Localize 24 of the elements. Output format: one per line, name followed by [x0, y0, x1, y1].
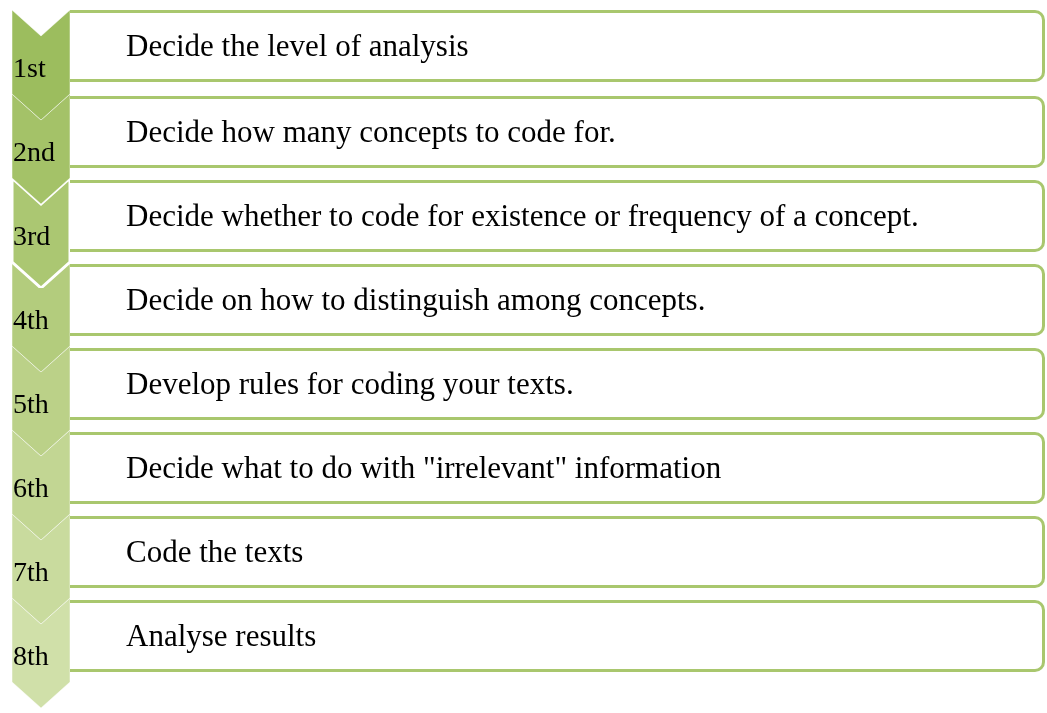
step-text: Decide on how to distinguish among concepts.	[125, 280, 706, 319]
step-box	[70, 180, 1045, 252]
step-label: 8th	[13, 642, 49, 670]
step-text: Decide whether to code for existence or frequency of a concept.	[125, 196, 919, 235]
step-text: Decide what to do with "irrelevant" information	[125, 448, 722, 487]
step-box	[70, 96, 1045, 168]
step-text: Analyse results	[125, 616, 317, 655]
step-label: 1st	[13, 54, 46, 82]
step-label: 3rd	[13, 222, 51, 250]
step-box	[70, 516, 1045, 588]
step-text: Decide the level of analysis	[125, 26, 469, 65]
step-box	[70, 264, 1045, 336]
step-box	[70, 10, 1045, 82]
step-box	[70, 432, 1045, 504]
step-label: 4th	[13, 306, 49, 334]
step-text: Code the texts	[125, 532, 304, 571]
step-label: 2nd	[13, 138, 55, 166]
step-text: Decide how many concepts to code for.	[125, 112, 616, 151]
step-text: Develop rules for coding your texts.	[125, 364, 574, 403]
step-label: 7th	[13, 558, 49, 586]
step-box	[70, 600, 1045, 672]
step-label: 6th	[13, 474, 49, 502]
step-box	[70, 348, 1045, 420]
step-label: 5th	[13, 390, 49, 418]
